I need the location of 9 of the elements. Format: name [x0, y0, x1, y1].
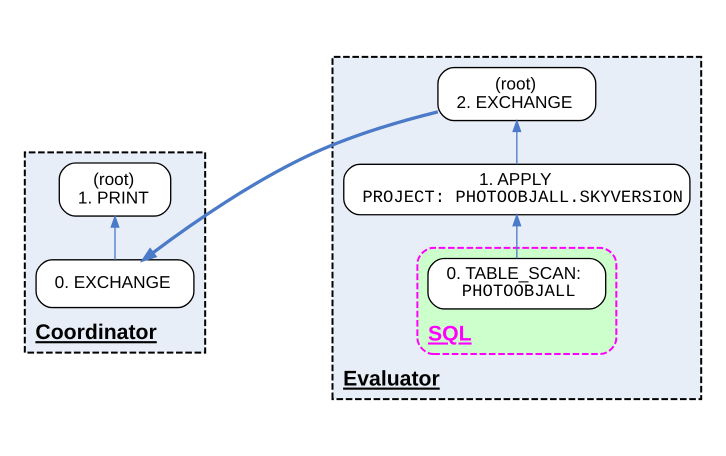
arrow [512, 118, 522, 164]
node-box: 1. APPLY PROJECT: PHOTOOBJALL.SKYVERSION [343, 164, 691, 216]
node-box: (root) 1. PRINT [58, 162, 172, 217]
node-box: (root) 2. EXCHANGE [437, 66, 596, 122]
arrow [110, 214, 120, 260]
node-box: 0. EXCHANGE [35, 259, 195, 308]
arrow [140, 110, 438, 263]
arrow [512, 213, 522, 258]
node-box: 0. TABLE_SCAN: PHOTOOBJALL [427, 258, 606, 310]
